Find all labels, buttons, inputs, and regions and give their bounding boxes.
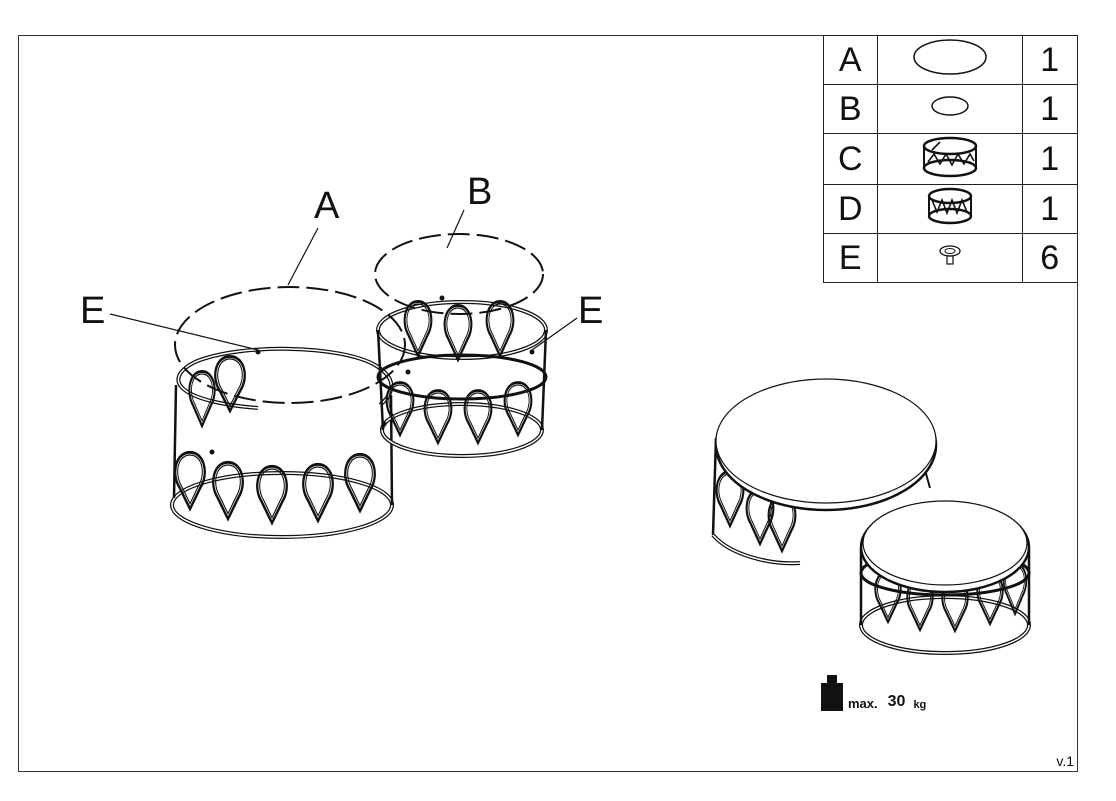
part-letter: E	[823, 233, 878, 283]
part-qty: 1	[1021, 35, 1079, 85]
parts-row: E 6	[823, 233, 1079, 283]
leader-lines	[109, 209, 578, 351]
callout-b: B	[467, 171, 492, 213]
parts-list-table: A 1 B 1 C 1 D	[823, 35, 1079, 283]
part-letter: A	[823, 35, 878, 85]
parts-row: C 1	[823, 133, 1079, 185]
part-letter: B	[823, 84, 878, 134]
part-letter: D	[823, 184, 878, 234]
callout-e-right: E	[578, 290, 603, 332]
part-qty: 1	[1021, 133, 1079, 185]
large-frame-exploded	[170, 346, 394, 539]
version-label: v.1	[1056, 753, 1074, 769]
callout-e-left: E	[80, 290, 105, 332]
glass-top-b-outline	[374, 233, 544, 315]
assembled-large-table	[711, 378, 938, 566]
weight-unit: kg	[913, 699, 927, 711]
small-glass-disc-icon	[876, 84, 1023, 134]
small-frame-icon	[876, 184, 1023, 234]
weight-value: 30	[887, 693, 906, 710]
part-qty: 1	[1021, 184, 1079, 234]
assembled-small-table	[859, 500, 1031, 655]
small-frame-exploded	[376, 299, 548, 458]
glass-top-a-outline	[174, 286, 406, 404]
large-glass-disc-icon	[876, 35, 1023, 85]
parts-row: B 1	[823, 84, 1079, 134]
part-qty: 1	[1021, 84, 1079, 134]
suction-pad-icon	[876, 233, 1023, 283]
large-frame-icon	[876, 133, 1023, 185]
callout-a: A	[314, 185, 340, 227]
suction-pad-markers	[209, 295, 535, 455]
part-qty: 6	[1021, 233, 1079, 283]
weight-icon	[821, 675, 843, 711]
part-letter: C	[823, 133, 878, 185]
parts-row: D 1	[823, 184, 1079, 234]
parts-row: A 1	[823, 35, 1079, 85]
weight-max-label: max.	[848, 696, 878, 711]
weight-limit: max. 30 kg	[820, 675, 926, 711]
